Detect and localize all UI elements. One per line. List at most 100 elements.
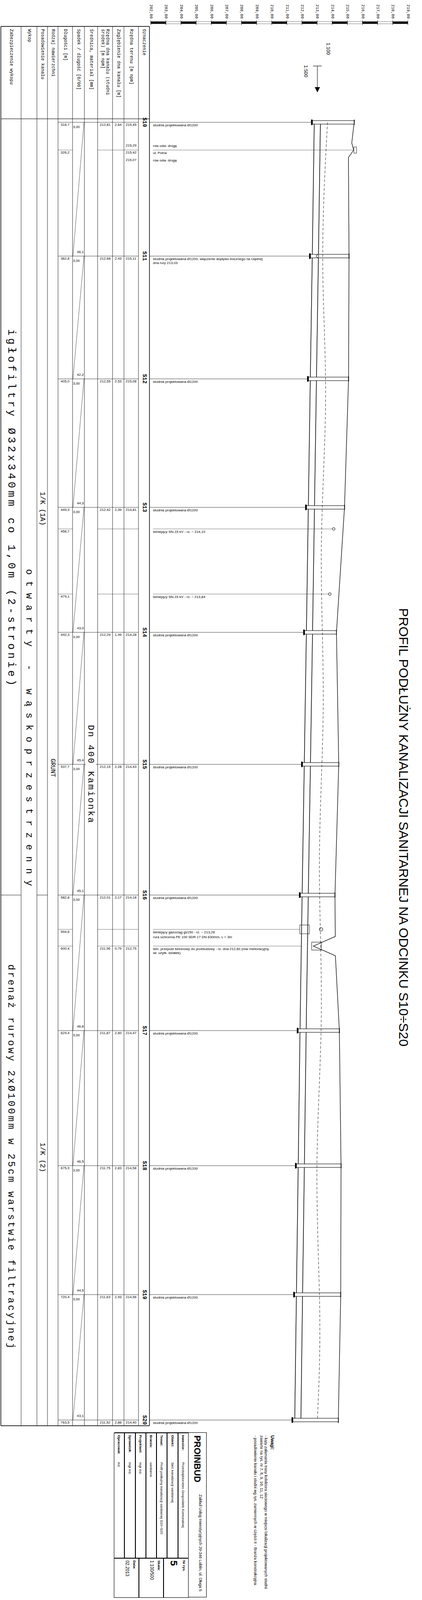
- slope-diagonal: [72, 763, 84, 895]
- chainage-value: 720,4: [61, 1293, 70, 1298]
- table-rule: [123, 26, 125, 1425]
- manhole-lid: [353, 119, 355, 125]
- scale-label: 1:100: [325, 42, 332, 55]
- terrain-elevation: 215,11: [126, 256, 137, 261]
- manhole-name: S13: [141, 502, 148, 512]
- elevation-scale-bar: [256, 21, 272, 24]
- invert-depth: 2,83: [114, 1164, 122, 1169]
- segment-length: 42,2: [76, 372, 84, 377]
- row-header: Oznaczenie: [141, 29, 147, 117]
- table-rule: [36, 26, 38, 1425]
- cell-heading: Inwestor:: [181, 1433, 186, 1460]
- sewer-invert: [294, 122, 315, 1419]
- elevation-tick: [256, 20, 257, 26]
- cell-value: Zakład Usług Inwestycyjnych 20-346 Lubli…: [198, 1492, 203, 1594]
- elevation-label: 210,00: [269, 4, 274, 19]
- station-description: istniejący SN-15 kV - rz. ~ 213,84: [152, 594, 270, 599]
- row-header: Posadowienie kanału: [40, 29, 46, 117]
- elevation-tick: [150, 20, 152, 26]
- table-rule: [97, 26, 99, 1425]
- slope-diagonal: [72, 122, 84, 256]
- elevation-tick: [165, 20, 167, 26]
- table-rule: [149, 26, 150, 1425]
- elevation-label: 211,00: [284, 4, 289, 19]
- elevation-scale-bar: [287, 21, 302, 24]
- invert-depth: 2,93: [114, 1293, 122, 1298]
- cell-heading: Data:: [131, 1558, 136, 1594]
- manhole-name: S11: [141, 251, 148, 261]
- station-description: rów odw. drogę: [152, 158, 270, 163]
- elevation-label: 207,00: [224, 4, 229, 19]
- chainage-value: 405,0: [61, 378, 70, 383]
- station-description: studnia projektowana Ø1200: [152, 894, 270, 899]
- station-line: [149, 631, 304, 633]
- station-line: [149, 763, 302, 764]
- terrain-elevation: 214,47: [126, 1029, 137, 1034]
- manhole: [293, 1416, 339, 1421]
- row-header: Długości [m]: [62, 29, 69, 117]
- elevation-label: 206,00: [208, 4, 214, 19]
- elevation-tick: [377, 20, 379, 26]
- cell-value: mgr inż.: [138, 1460, 143, 1555]
- invert-elevation: 211,63: [99, 1293, 111, 1298]
- segment-slope: 3,00: [72, 766, 81, 771]
- manhole-base: [307, 375, 309, 382]
- station-line: [149, 506, 306, 508]
- segment-slope: 3,00: [72, 1032, 81, 1037]
- segment-length: 44,3: [76, 500, 84, 505]
- station-description: studnia projektowana Ø1200: [152, 764, 270, 769]
- manhole-lid: [336, 629, 338, 635]
- manhole-base: [291, 1415, 294, 1422]
- station-line: [149, 894, 299, 895]
- elevation-label: 209,00: [254, 4, 259, 19]
- manhole: [312, 120, 355, 124]
- title-block-cell: Skala:1:100/500: [138, 1556, 164, 1597]
- manhole-lid: [348, 253, 350, 259]
- elevation-tick: [316, 20, 318, 26]
- scale-arrow: [317, 65, 318, 88]
- manhole-lid: [340, 1161, 342, 1168]
- crossing-line: [97, 528, 139, 529]
- protective-casing: [299, 924, 310, 933]
- crossing-line: [152, 593, 329, 594]
- title-block-cell: Branża:sanitarna: [145, 1431, 157, 1557]
- terrain-elevation: 214,43: [126, 763, 137, 768]
- elevation-tick: [196, 20, 197, 26]
- manhole: [306, 505, 345, 509]
- elevation-label: 215,00: [345, 4, 350, 19]
- drawing-title: PROFIL PODŁUŻNY KANALIZACJI SANITARNEJ N…: [396, 607, 412, 1046]
- cell-heading: Sprawdził:: [127, 1433, 132, 1460]
- crossing-line: [58, 528, 73, 529]
- trench-support-label: igłofiltry Ø32x340mm co 1,0m (2-stronie): [4, 327, 18, 689]
- station-line: [58, 255, 139, 257]
- invert-elevation: 211,75: [99, 1164, 111, 1169]
- chainage-value: 675,9: [61, 1164, 70, 1169]
- station-line: [58, 1164, 139, 1165]
- station-description: istniejący SN-15 kV - rz. ~ 214,10: [152, 529, 270, 534]
- cell-value: Sieć kanalizacji sanitarnej: [170, 1460, 175, 1555]
- elevation-tick: [211, 20, 212, 26]
- cell-value: Profil podłużny kanalizacji sanitarnej S…: [159, 1460, 164, 1555]
- manhole-lid: [334, 891, 336, 897]
- terrain-elevation: 215,45: [126, 122, 137, 127]
- table-rule: [21, 26, 22, 1425]
- invert-depth: 2,28: [114, 763, 122, 768]
- elevation-label: 214,00: [329, 4, 335, 19]
- elevation-label: 218,00: [390, 4, 395, 19]
- manhole-lid: [338, 760, 340, 767]
- terrain-elevation: 214,56: [126, 1293, 137, 1298]
- road-surface: [353, 146, 357, 153]
- table-rule: [58, 26, 59, 1425]
- chainage-value: 326,2: [61, 150, 70, 155]
- chainage-value: 582,8: [61, 894, 70, 899]
- invert-depth: 2,64: [114, 122, 122, 127]
- chainage-value: 537,7: [61, 763, 70, 768]
- segment-slope: 3,00: [72, 124, 81, 129]
- elevation-tick: [286, 20, 288, 26]
- elevation-tick: [271, 20, 273, 26]
- elevation-tick: [407, 20, 408, 26]
- manhole-name: S15: [141, 758, 148, 769]
